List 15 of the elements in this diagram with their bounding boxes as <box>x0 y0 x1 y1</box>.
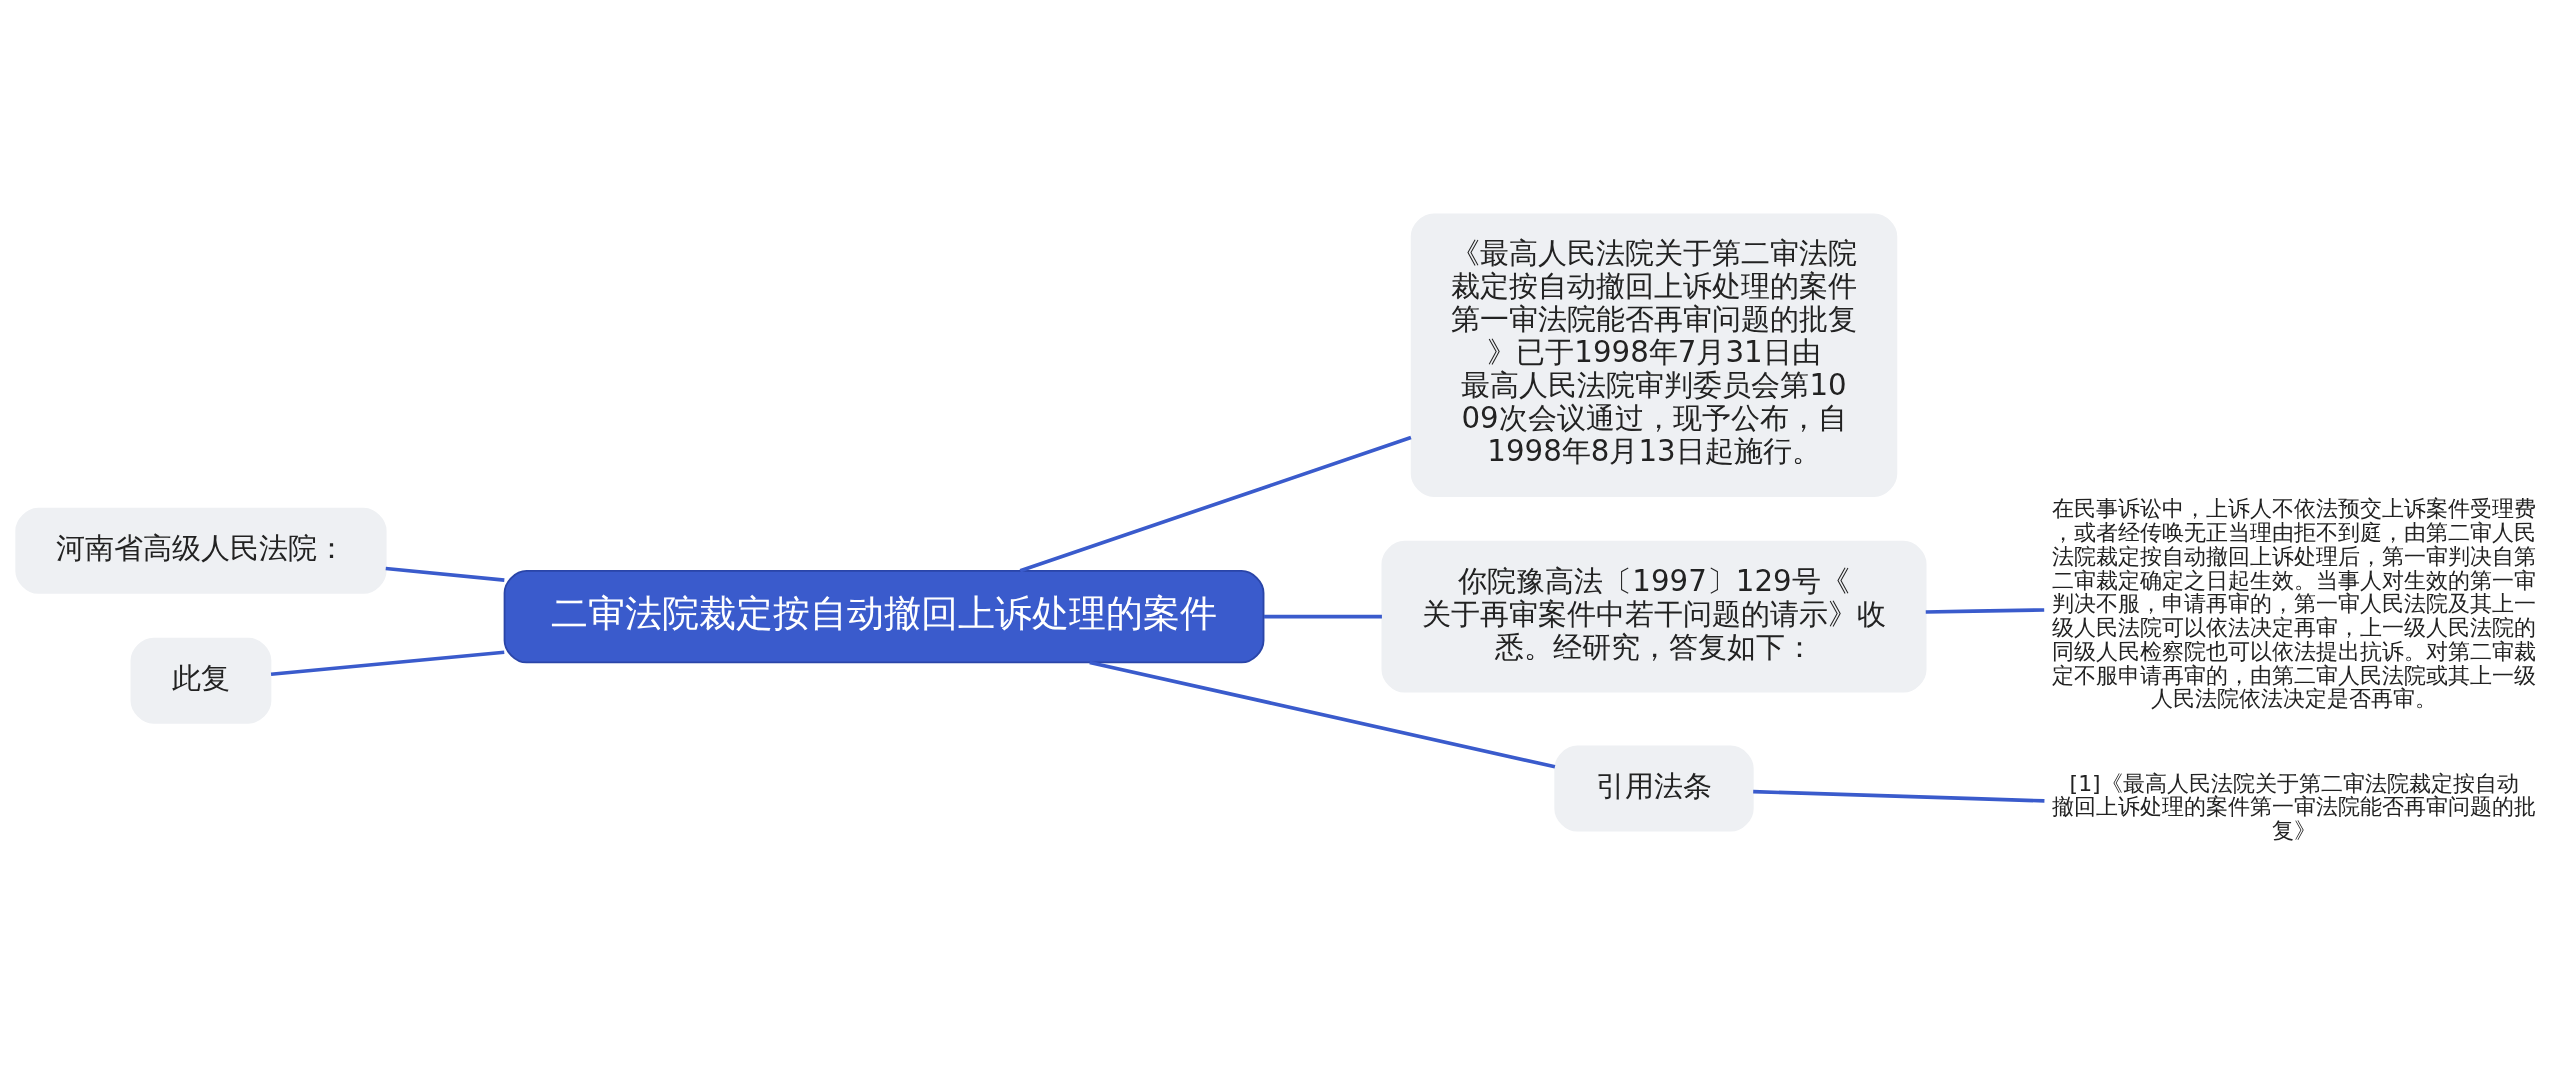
connector <box>1019 435 1412 573</box>
connector <box>385 566 505 582</box>
node-box: 引用法条 <box>1554 745 1754 832</box>
connector <box>270 649 505 676</box>
connector <box>1089 660 1556 769</box>
node-box: 此复 <box>130 637 272 724</box>
connector <box>1925 607 2045 614</box>
node-text: [1]《最高人民法院关于第二审法院裁定按自动撤回上诉处理的案件第一审法院能否再审问题的批复》 <box>2052 770 2537 843</box>
node-text: 在民事诉讼中，上诉人不依法预交上诉案件受理费，或者经传唤无正当理由拒不到庭，由第二审人民法院裁定按自动撤回上诉处理后，第一审判决自第二审裁定确定之日起生效。当事人对生效的第一审判决不服，申请再审的，第一审人民法院及其上一级人民法院可以依法决定再审，上一级人民法院的同级人民检察院也可以依法提出抗诉。对第二审裁定不服申请再审的，由第二审人民法院或其上一级人民法院依法决定是否再审。 <box>2052 495 2537 711</box>
connector <box>1264 614 1382 618</box>
node-box: 河南省高级人民法院： <box>15 507 387 594</box>
node-box: 你院豫高法〔1997〕129号《关于再审案件中若干问题的请示》收悉。经研究，答复如下： <box>1381 540 1927 693</box>
node-box: 二审法院裁定按自动撤回上诉处理的案件 <box>503 569 1265 663</box>
connector <box>1753 789 2045 803</box>
node-box: 《最高人民法院关于第二审法院裁定按自动撤回上诉处理的案件第一审法院能否再审问题的批复》已于1998年7月31日由最高人民法院审判委员会第1009次会议通过，现予公布，自1998年8月13日起施行。 <box>1410 212 1898 497</box>
